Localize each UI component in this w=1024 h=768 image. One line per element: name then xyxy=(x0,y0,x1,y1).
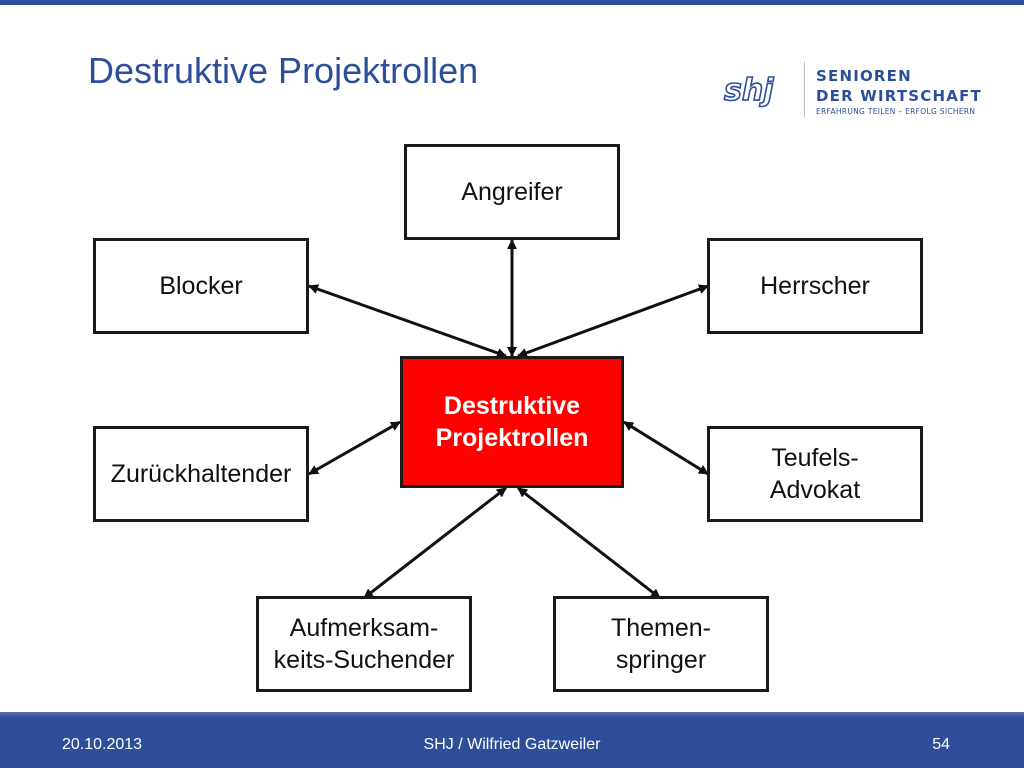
footer-bar: SHJ / Wilfried Gatzweiler 20.10.2013 54 xyxy=(0,712,1024,768)
footer-page-number: 54 xyxy=(932,736,950,753)
arrow-teufelsadvokat xyxy=(623,420,709,476)
footer-date: 20.10.2013 xyxy=(62,736,143,753)
arrow-herrscher xyxy=(517,284,709,358)
logo-divider xyxy=(804,62,805,118)
arrow-themenspringer xyxy=(517,486,661,600)
logo-text-line2: DER WIRTSCHAFT xyxy=(816,87,982,105)
arrow-aufmerksamkeitssuchender xyxy=(363,486,507,600)
role-themenspringer-box: Themen- springer xyxy=(553,596,769,692)
footer-shade xyxy=(0,712,1024,718)
role-zurueckhaltender-box: Zurückhaltender xyxy=(93,426,309,522)
role-teufelsadvokat-box: Teufels- Advokat xyxy=(707,426,923,522)
center-destruktive-projektrollen-box: Destruktive Projektrollen xyxy=(400,356,624,488)
logo-text-line1: SENIOREN xyxy=(816,67,912,85)
role-blocker-box: Blocker xyxy=(93,238,309,334)
footer-author: SHJ / Wilfried Gatzweiler xyxy=(423,736,601,753)
slide-title: Destruktive Projektrollen xyxy=(88,50,479,91)
role-angreifer-box: Angreifer xyxy=(404,144,620,240)
shj-logo-mark: shj xyxy=(724,73,774,108)
role-aufmerksamkeitssuchender-box: Aufmerksam- keits-Suchender xyxy=(256,596,472,692)
top-accent-bar xyxy=(0,0,1024,5)
shj-logo-icon: shj xyxy=(723,72,775,109)
role-herrscher-box: Herrscher xyxy=(707,238,923,334)
arrow-blocker xyxy=(308,284,507,358)
arrow-zurueckhaltender xyxy=(308,420,401,476)
logo-tagline: ERFAHRUNG TEILEN – ERFOLG SICHERN xyxy=(816,107,976,116)
organization-logo: shj SENIOREN DER WIRTSCHAFT ERFAHRUNG TE… xyxy=(722,62,982,122)
